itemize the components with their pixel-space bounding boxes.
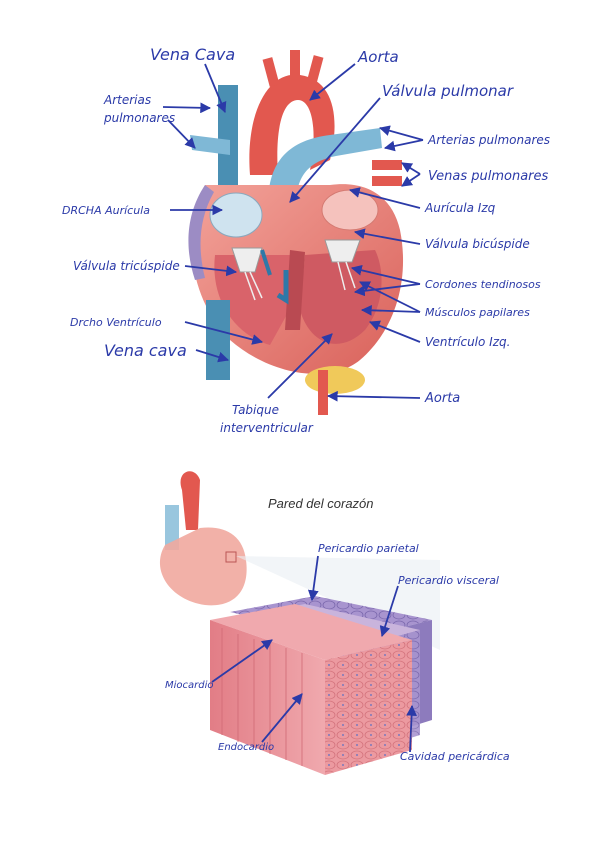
label-ventriculo-derecho: Drcho Ventrículo	[70, 316, 162, 329]
label-valvula-tricuspide: Válvula tricúspide	[73, 259, 180, 273]
heart-arrows	[162, 63, 424, 402]
label-pericardio-visceral: Pericardio visceral	[398, 574, 499, 587]
label-venas-pulmonares: Venas pulmonares	[428, 169, 549, 184]
label-vena-cava-top: Vena Cava	[150, 45, 235, 64]
label-musculos: Músculos papilares	[425, 306, 530, 319]
label-aorta-top: Aorta	[357, 48, 399, 66]
heart-illustration	[188, 50, 404, 415]
label-auricula-derecha: DRCHA Aurícula	[62, 204, 150, 217]
label-vena-cava-bottom: Vena cava	[104, 341, 187, 360]
label-ventriculo-izq: Ventrículo Izq.	[425, 335, 510, 349]
label-arterias-left-2: pulmonares	[103, 111, 175, 125]
heart-labels: Vena Cava Arterias pulmonares Aorta Válv…	[62, 45, 550, 435]
left-atrium	[321, 189, 379, 231]
label-pericardio-parietal: Pericardio parietal	[318, 542, 419, 555]
label-aorta-bottom: Aorta	[424, 391, 460, 406]
right-atrium	[209, 192, 263, 238]
wall-labels: Pericardio parietal Pericardio visceral …	[165, 542, 510, 763]
wall-diagram: Pared del corazón	[159, 471, 440, 775]
label-valvula-pulmonar: Válvula pulmonar	[382, 82, 514, 100]
wall-arrows	[211, 555, 417, 753]
descending-aorta	[318, 370, 328, 415]
wall-title: Pared del corazón	[268, 496, 374, 511]
miocardio-top	[210, 604, 412, 660]
label-tabique-2: interventricular	[220, 421, 314, 435]
septum	[285, 250, 305, 330]
label-miocardio: Miocardio	[165, 680, 214, 691]
inferior-vena-cava	[206, 300, 230, 380]
label-endocardio: Endocardio	[218, 742, 274, 753]
label-arterias-right: Arterias pulmonares	[427, 133, 550, 147]
label-valvula-bicuspide: Válvula bicúspide	[425, 237, 530, 251]
miocardio-front	[210, 620, 325, 775]
label-cordones: Cordones tendinosos	[425, 278, 541, 291]
label-tabique-1: Tabique	[232, 403, 279, 417]
label-arterias-left-1: Arterias	[103, 93, 151, 107]
label-cavidad-pericardica: Cavidad pericárdica	[400, 750, 510, 763]
label-auricula-izq: Aurícula Izq	[424, 201, 496, 215]
